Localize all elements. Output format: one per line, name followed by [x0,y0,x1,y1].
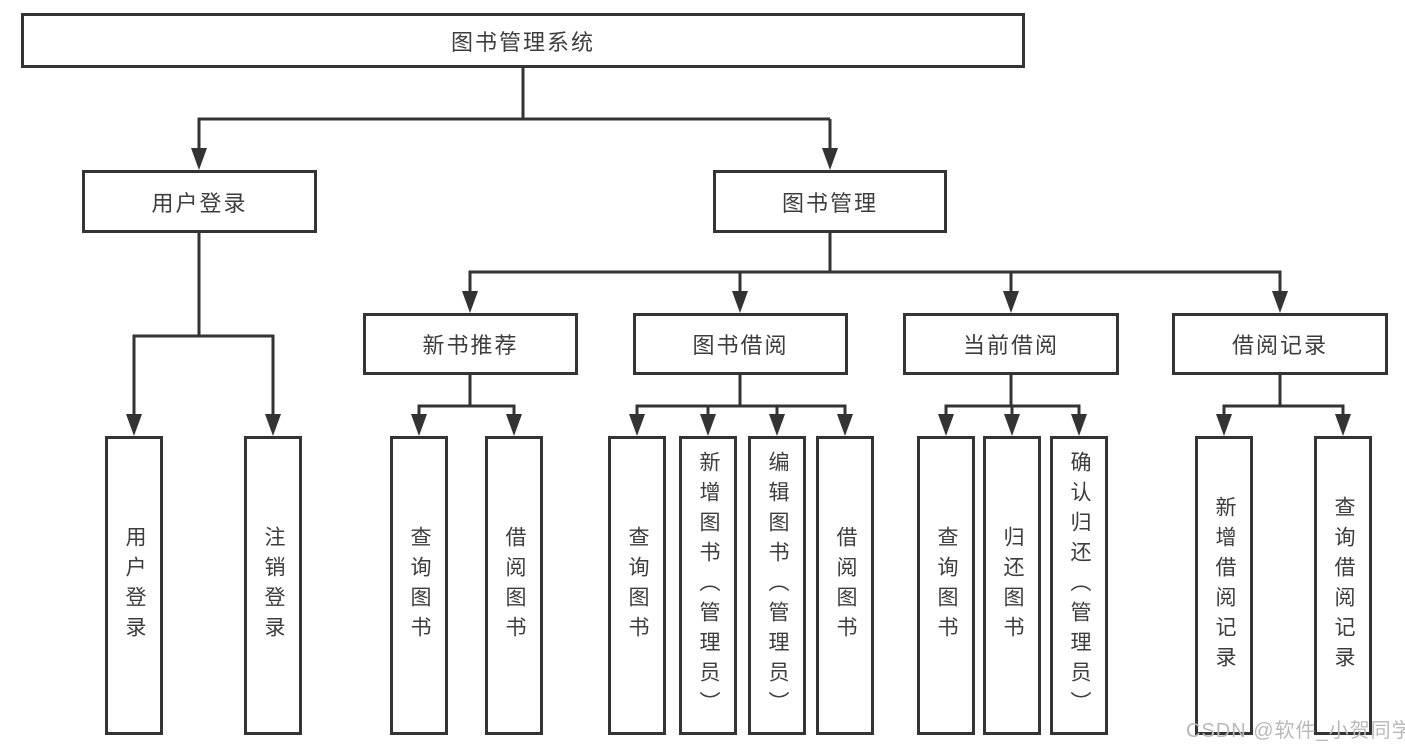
leaf-recommend-query-book: 查询图书 [390,436,448,735]
node-root: 图书管理系统 [21,13,1025,68]
leaf-user-login-label: 用户登录 [123,525,146,646]
leaf-borrow-add-book-admin-label: 新增图书（管理员） [697,450,720,721]
node-new-book-recommend: 新书推荐 [363,313,578,375]
leaf-recommend-borrow-book-label: 借阅图书 [503,525,526,646]
leaf-logout: 注销登录 [244,436,302,735]
leaf-recommend-query-book-label: 查询图书 [408,525,431,646]
node-book-management: 图书管理 [713,170,947,233]
leaf-record-query-label: 查询借阅记录 [1332,495,1355,676]
leaf-record-query: 查询借阅记录 [1314,436,1372,735]
leaf-logout-label: 注销登录 [262,525,285,646]
leaf-user-login: 用户登录 [105,436,163,735]
csdn-watermark: CSDN @软件_小贺同学 [1186,720,1405,742]
leaf-borrow-borrow-book: 借阅图书 [816,436,874,735]
leaf-current-query-book-label: 查询图书 [935,525,958,646]
leaf-current-confirm-return-admin: 确认归还（管理员） [1050,436,1108,735]
leaf-current-query-book: 查询图书 [917,436,975,735]
leaf-borrow-edit-book-admin-label: 编辑图书（管理员） [766,450,789,721]
node-user-login-label: 用户登录 [151,190,248,216]
node-book-management-label: 图书管理 [781,190,878,216]
leaf-borrow-query-book: 查询图书 [608,436,666,735]
leaf-borrow-edit-book-admin: 编辑图书（管理员） [748,436,806,735]
node-current-borrow: 当前借阅 [903,313,1119,375]
leaf-current-return-book-label: 归还图书 [1001,525,1024,646]
node-book-borrow-label: 图书借阅 [692,333,789,358]
node-user-login: 用户登录 [82,170,317,233]
node-root-label: 图书管理系统 [450,29,595,55]
leaf-record-add: 新增借阅记录 [1195,436,1253,735]
leaf-borrow-borrow-book-label: 借阅图书 [834,525,857,646]
leaf-current-confirm-return-admin-label: 确认归还（管理员） [1068,450,1091,721]
node-borrow-record-label: 借阅记录 [1231,333,1328,358]
node-current-borrow-label: 当前借阅 [962,333,1059,358]
node-borrow-record: 借阅记录 [1172,313,1388,375]
leaf-record-add-label: 新增借阅记录 [1213,495,1236,676]
leaf-current-return-book: 归还图书 [983,436,1041,735]
leaf-borrow-add-book-admin: 新增图书（管理员） [679,436,737,735]
node-book-borrow: 图书借阅 [633,313,848,375]
node-new-book-recommend-label: 新书推荐 [422,333,519,358]
leaf-recommend-borrow-book: 借阅图书 [485,436,543,735]
leaf-borrow-query-book-label: 查询图书 [626,525,649,646]
